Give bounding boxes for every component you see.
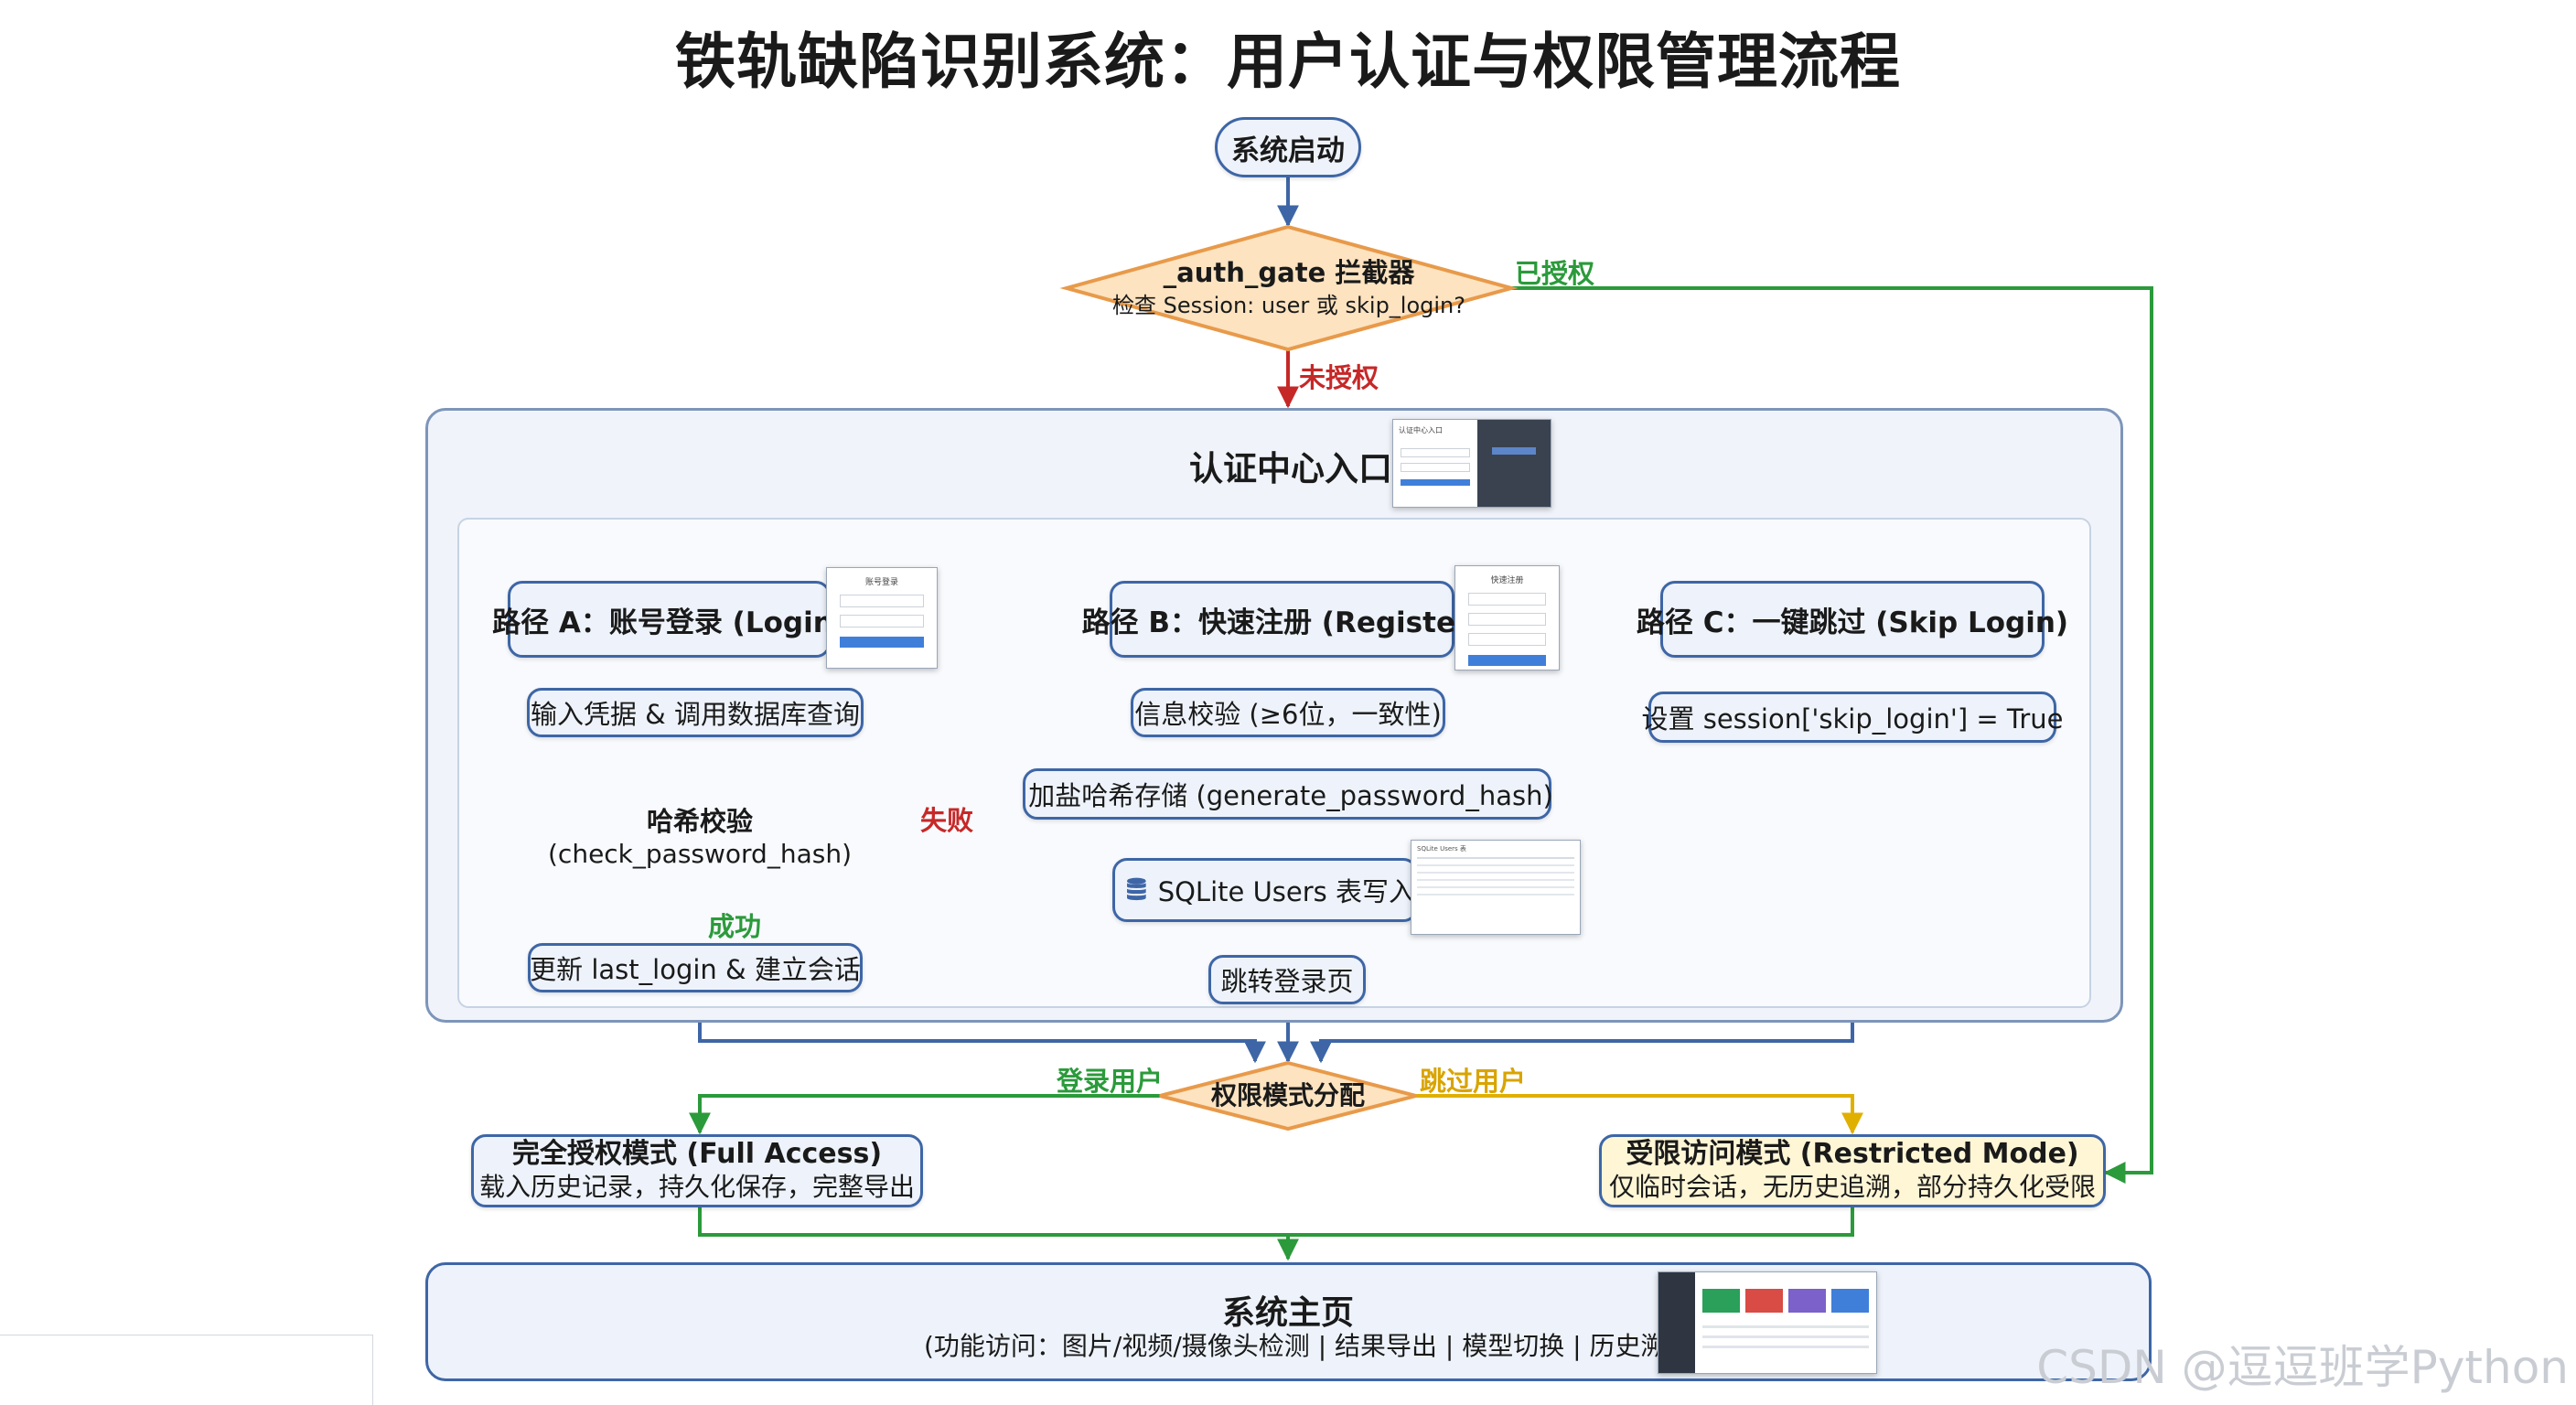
- auth-gate-name: _auth_gate 拦截器: [1163, 257, 1415, 288]
- restricted-mode: 受限访问模式 (Restricted Mode) 仅临时会话，无历史追溯，部分持…: [1599, 1134, 2106, 1207]
- sqlite-screenshot: SQLite Users 表: [1411, 840, 1581, 935]
- auth-center-screenshot: 认证中心入口: [1392, 419, 1551, 508]
- path-c-skip-login: 路径 C：一键跳过 (Skip Login): [1637, 581, 2068, 658]
- path-a-input-credentials: 输入凭据 & 调用数据库查询: [527, 688, 864, 737]
- label-skip-user: 跳过用户: [1420, 1066, 1527, 1097]
- auth-gate-label: _auth_gate 拦截器 检查 Session: user 或 skip_l…: [1067, 256, 1511, 322]
- homepage-title: 系统主页: [1222, 1294, 1355, 1332]
- page-title: 铁轨缺陷识别系统：用户认证与权限管理流程: [675, 27, 1901, 97]
- start-node: 系统启动: [1215, 117, 1361, 177]
- restricted-desc: 仅临时会话，无历史追溯，部分持久化受限: [1608, 1172, 2096, 1202]
- label-fail: 失败: [920, 805, 974, 836]
- homepage-desc: (功能访问：图片/视频/摄像头检测 | 结果导出 | 模型切换 | 历史溯源): [924, 1331, 1702, 1361]
- path-a-login: 路径 A：账号登录 (Login): [492, 581, 846, 658]
- path-b-salted-hash: 加盐哈希存储 (generate_password_hash): [1023, 768, 1553, 820]
- path-b-sqlite-write: SQLite Users 表写入: [1112, 858, 1418, 922]
- path-a-update-session: 更新 last_login & 建立会话: [528, 943, 863, 992]
- edge-skip-user: [1414, 1094, 1863, 1135]
- full-access-desc: 载入历史记录，持久化保存，完整导出: [478, 1172, 915, 1202]
- full-access-title: 完全授权模式 (Full Access): [511, 1138, 883, 1170]
- restricted-title: 受限访问模式 (Restricted Mode): [1626, 1138, 2079, 1170]
- permission-label: 权限模式分配: [1210, 1080, 1365, 1110]
- path-b-redirect-login: 跳转登录页: [1208, 955, 1366, 1004]
- full-access-mode: 完全授权模式 (Full Access) 载入历史记录，持久化保存，完整导出: [471, 1134, 923, 1207]
- label-authorized: 已授权: [1515, 258, 1595, 289]
- edge-authorized: [1509, 286, 2153, 1184]
- login-shot-title: 账号登录: [864, 578, 898, 587]
- hash-check-fn: (check_password_hash): [548, 839, 852, 869]
- permission-diamond: [1159, 1060, 1417, 1132]
- hash-check-label: 哈希校验 (check_password_hash): [512, 805, 887, 871]
- corner-frame: [0, 1335, 373, 1405]
- path-b-register: 路径 B：快速注册 (Register): [1082, 581, 1482, 658]
- auth-center-title: 认证中心入口: [1189, 449, 1392, 488]
- path-b-salted-hash-label: 加盐哈希存储 (generate_password_hash): [1028, 780, 1553, 811]
- homepage-screenshot: [1658, 1271, 1877, 1374]
- path-c-set-session: 设置 session['skip_login'] = True: [1642, 692, 2064, 743]
- auth-gate-diamond: [1059, 224, 1519, 352]
- path-b-sqlite-label: SQLite Users 表写入: [1157, 876, 1415, 907]
- label-unauthorized: 未授权: [1299, 362, 1379, 393]
- edge-login-user: [689, 1094, 1162, 1135]
- label-login-user: 登录用户: [1057, 1066, 1164, 1097]
- sqlite-shot-title: SQLite Users 表: [1417, 845, 1466, 853]
- login-screenshot: 账号登录: [826, 567, 938, 669]
- register-screenshot: 快速注册: [1454, 565, 1560, 670]
- path-b-validate: 信息校验 (≥6位，一致性): [1131, 688, 1445, 737]
- watermark: CSDN @逗逗班学Python: [2036, 1341, 2569, 1394]
- database-icon: [1127, 877, 1146, 901]
- auth-center-shot-title: 认证中心入口: [1399, 426, 1443, 434]
- auth-gate-check: 检查 Session: user 或 skip_login?: [1111, 293, 1466, 318]
- hash-check-title: 哈希校验: [646, 806, 753, 837]
- label-success: 成功: [708, 911, 762, 942]
- register-shot-title: 快速注册: [1490, 576, 1524, 585]
